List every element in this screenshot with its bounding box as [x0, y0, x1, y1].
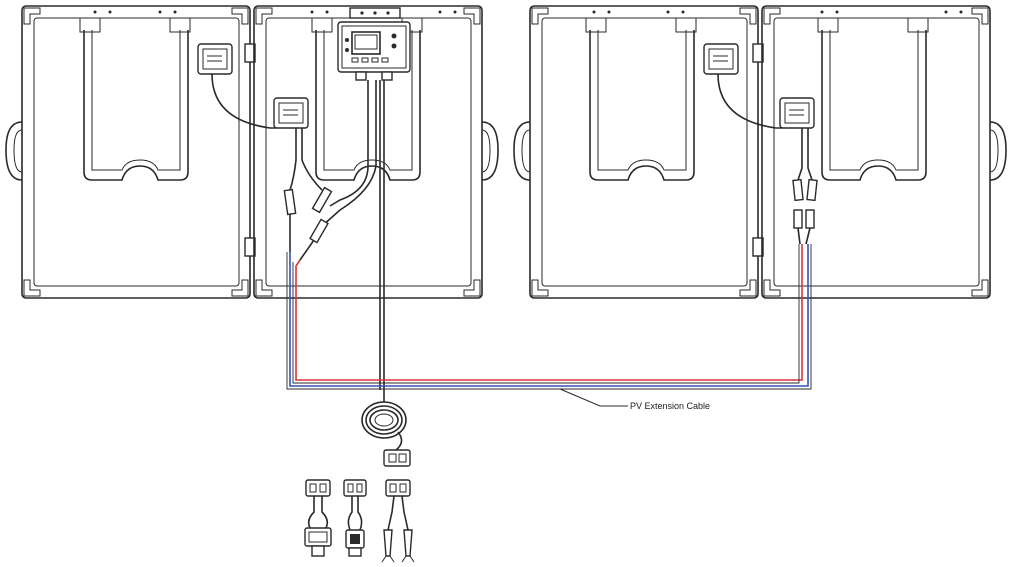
controller-output-cable-coil — [361, 390, 407, 451]
charge-controller — [337, 7, 411, 81]
junction-box-1b — [273, 97, 309, 129]
junction-box-2b — [779, 97, 815, 129]
junction-box-2a — [703, 43, 739, 75]
adapter-cigarette-lighter — [304, 479, 332, 557]
solar-panel-2-right — [761, 5, 1007, 299]
pv-extension-cable-label: PV Extension Cable — [630, 401, 710, 411]
solar-panel-1-right — [253, 5, 499, 299]
solar-panel-1-left — [5, 5, 251, 299]
cable-callout: PV Extension Cable — [559, 388, 710, 411]
pv-extension-cable — [286, 244, 812, 390]
panel-set-1-wiring — [211, 73, 385, 390]
panel-set-2 — [513, 5, 1007, 299]
panel-set-1 — [5, 5, 499, 390]
hinges-set-2 — [752, 43, 764, 257]
adapter-alligator-clips — [381, 479, 415, 563]
panel-set-2-wiring — [717, 73, 818, 245]
adapter-dc-plug — [343, 479, 367, 557]
anderson-connector — [383, 449, 411, 467]
junction-box-1a — [197, 43, 233, 75]
solar-panel-2-left — [513, 5, 759, 299]
hinges-set-1 — [244, 43, 256, 257]
